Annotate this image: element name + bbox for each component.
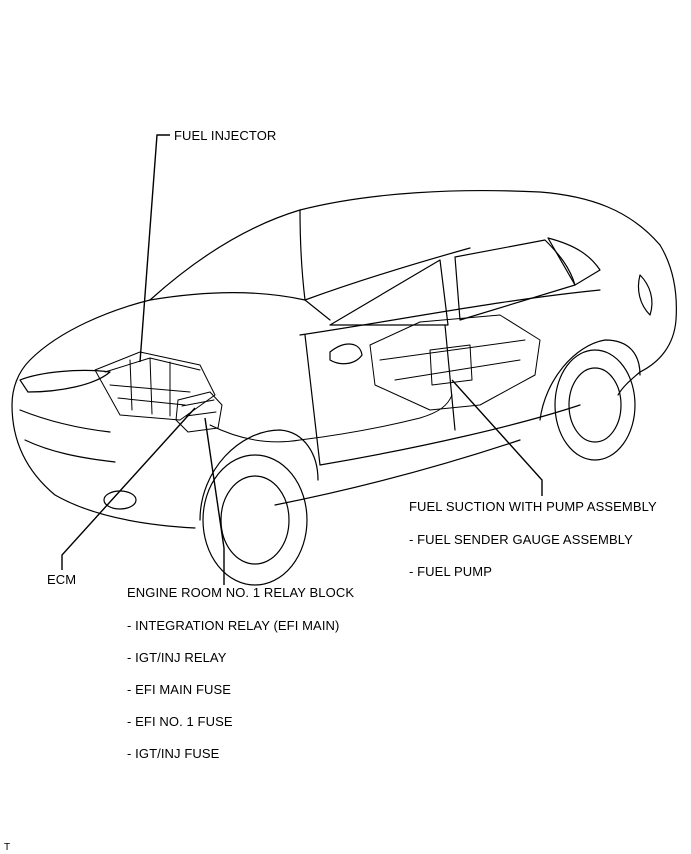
leader-fuel-pump — [451, 379, 543, 496]
fuel-injector-label: FUEL INJECTOR — [174, 128, 277, 143]
relay-block-item: - EFI MAIN FUSE — [127, 682, 232, 697]
relay-block-title: ENGINE ROOM NO. 1 RELAY BLOCK — [127, 585, 355, 600]
relay-block-ecm — [175, 391, 223, 433]
ecm-label: ECM — [47, 572, 77, 587]
front-wheel — [199, 429, 319, 586]
fuel-tank — [369, 314, 541, 411]
fuel-pump-assembly-item: - FUEL PUMP — [409, 564, 492, 579]
fuel-pump-assembly-title: FUEL SUCTION WITH PUMP ASSEMBLY — [409, 499, 657, 514]
fuel-line — [209, 394, 453, 443]
engine-block — [94, 351, 216, 421]
figure-code: T — [4, 842, 11, 853]
leader-fuel-injector — [139, 134, 170, 363]
relay-block-item: - INTEGRATION RELAY (EFI MAIN) — [127, 618, 340, 633]
relay-block-item: - IGT/INJ FUSE — [127, 746, 220, 761]
relay-block-item: - EFI NO. 1 FUSE — [127, 714, 233, 729]
fuel-pump-assembly-item: - FUEL SENDER GAUGE ASSEMBLY — [409, 532, 633, 547]
relay-block-item: - IGT/INJ RELAY — [127, 650, 227, 665]
car-body-outline — [11, 189, 677, 529]
leader-ecm — [61, 407, 196, 570]
leader-relay-block — [204, 417, 225, 585]
rear-wheel — [539, 339, 641, 461]
